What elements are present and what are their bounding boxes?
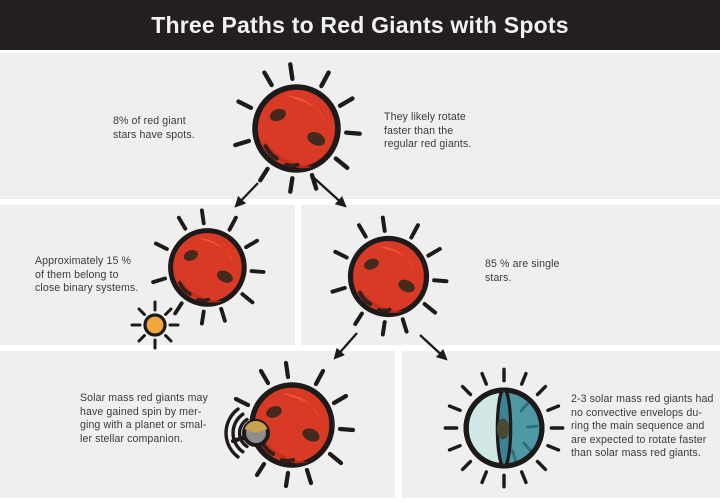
arrow-single-to-cutaway [419,334,448,361]
stellar-core [496,418,510,440]
panel-no-convective-envelope-path [402,351,720,498]
note-envelope-explanation: 2-3 solar mass red giants had no convect… [571,393,714,460]
note-single-fraction: 85 % are single stars. [485,258,560,284]
infall-arcs-icon [224,407,249,459]
cutaway-red-giant-illustration [443,367,565,489]
arrow-single-to-merger [333,332,358,360]
interior-cutaway-half [504,390,542,466]
note-faster-rotation: They likely rotate faster than the regul… [384,111,472,151]
arrow-top-to-binary [234,182,259,208]
note-binary-fraction: Approximately 15 % of them belong to clo… [35,255,139,295]
radiating-dashes [443,367,565,489]
merger-illustration [224,355,362,495]
infographic-title: Three Paths to Red Giants with Spots [151,11,569,38]
panel-top-spotted-red-giants [0,53,720,199]
title-bar: Three Paths to Red Giants with Spots [0,0,720,50]
arrow-top-to-single [312,176,347,208]
planet-crescent [244,420,268,433]
interior-marks [511,401,539,462]
note-spots-fraction: 8% of red giant stars have spots. [113,115,195,141]
note-merger-explanation: Solar mass red giants may have gained sp… [80,392,208,445]
